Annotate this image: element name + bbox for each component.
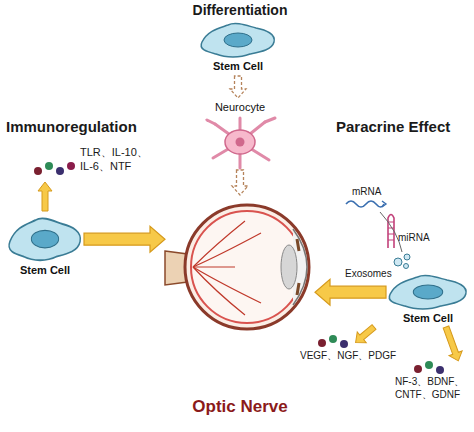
section-heading: Immunoregulation [6, 118, 156, 137]
eye-part [193, 221, 245, 267]
neuron-node: Neurocyte [195, 98, 285, 170]
neuron-part [207, 118, 275, 168]
annotation-label: miRNA [398, 232, 448, 245]
annotation-label: VEGF、NGF、PDGF [300, 350, 410, 363]
factor-dot [340, 340, 348, 348]
cytokine-dot [67, 162, 75, 170]
cell-part [224, 33, 252, 47]
eye-part [281, 245, 297, 289]
cell-shape [198, 20, 278, 60]
differentiation-arrow [230, 76, 246, 98]
cell-part [389, 275, 466, 309]
eye-part [193, 233, 261, 267]
node-label: Optic Nerve [192, 397, 287, 417]
mrna-strand [346, 201, 384, 207]
mirna-hairpin [388, 215, 394, 249]
eye-part [191, 211, 303, 323]
factor-dot [436, 366, 444, 374]
cell-shape [386, 272, 470, 312]
factor-dot [414, 365, 422, 373]
eye-part [193, 266, 235, 267]
annotation-label: Exosomes [345, 268, 405, 281]
stem-cell-node: Stem Cell [6, 214, 84, 286]
node-text-area: Optic Nerve [155, 335, 325, 417]
section-heading: Paracrine Effect [336, 118, 474, 137]
eye-part [297, 239, 299, 295]
annotation-label: TLR、IL-10、 IL-6、NTF [80, 146, 160, 174]
secretion-arrow [439, 325, 464, 364]
block-arrow [84, 226, 165, 252]
cytokine-dot [34, 167, 42, 175]
annotation-label: mRNA [352, 186, 402, 199]
eye-part [193, 221, 261, 315]
exosome [404, 264, 409, 269]
cell-part [9, 218, 80, 260]
node-label: Neurocyte [215, 101, 265, 114]
cell-part [6, 214, 84, 264]
block-arrow [315, 279, 386, 305]
mirna-bonds [388, 222, 394, 240]
factor-dot [425, 361, 433, 369]
cytokine-dot [56, 167, 64, 175]
differentiation-arrow [232, 170, 248, 195]
eye-part [193, 267, 245, 315]
node-label: Stem Cell [403, 312, 453, 325]
neuron-part [195, 114, 285, 170]
eye-part [165, 195, 315, 335]
node-text-area: Stem Cell [0, 264, 94, 286]
stem-cell-node: Stem Cell [198, 20, 278, 76]
section-heading: Differentiation [140, 2, 340, 20]
cell-part [31, 230, 58, 248]
annotation-label: NF-3、BDNF、 CNTF、GDNF [395, 376, 473, 401]
factor-dot [329, 335, 337, 343]
eye-part [193, 267, 261, 303]
cell-part [201, 23, 274, 57]
factor-dot [318, 339, 326, 347]
eye-part [185, 205, 309, 329]
cell-part [386, 272, 470, 312]
cytokine-dot [45, 162, 53, 170]
node-text-area: Neurocyte [185, 98, 295, 114]
stem-cell-node: Stem Cell [386, 272, 470, 328]
secretion-arrow [351, 322, 378, 348]
eye-node: Optic Nerve [165, 195, 315, 417]
eye-shape [165, 195, 315, 335]
node-text-area: Stem Cell [188, 60, 288, 76]
cell-part [198, 20, 278, 60]
neuron-part [225, 130, 255, 154]
cell-shape [6, 214, 84, 264]
cell-part [413, 285, 442, 299]
node-label: Stem Cell [213, 60, 263, 73]
exosome [404, 254, 410, 260]
neuron-shape [195, 114, 285, 170]
mrna-arrowhead [382, 201, 386, 207]
secretion-arrow [38, 182, 52, 211]
neuron-part [236, 138, 245, 147]
neuron-part [207, 120, 215, 124]
neuron-part [265, 118, 275, 122]
node-text-area: Stem Cell [376, 312, 474, 328]
exosome [394, 258, 402, 266]
node-label: Stem Cell [20, 264, 70, 277]
